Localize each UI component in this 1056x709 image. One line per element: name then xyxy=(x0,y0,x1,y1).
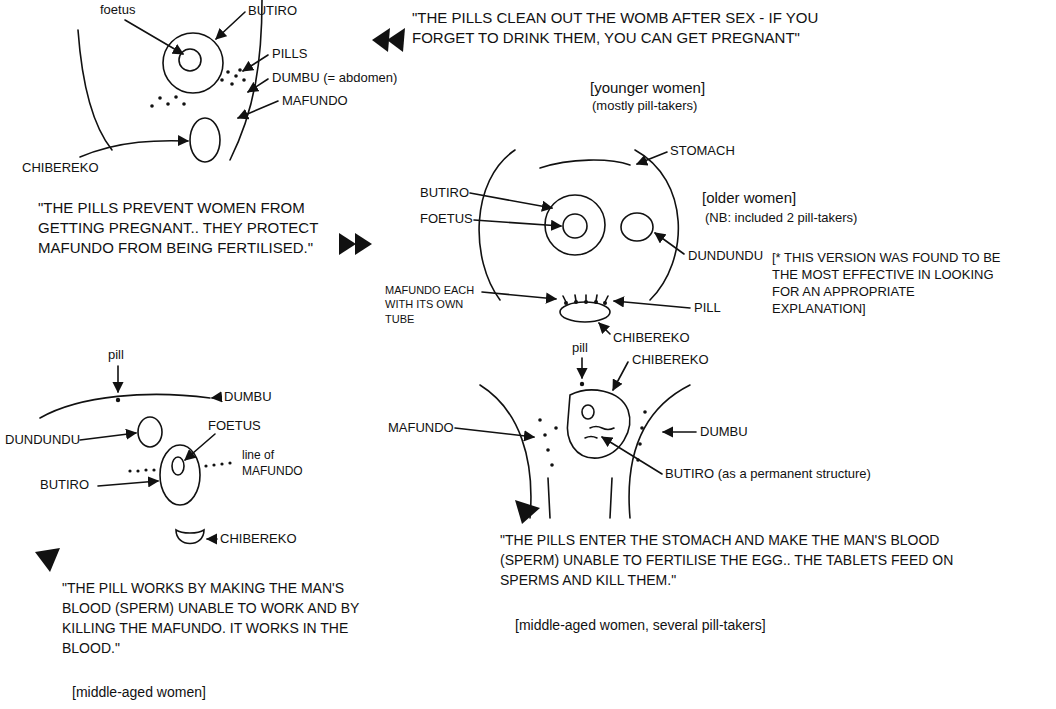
part-label: PILL xyxy=(694,300,721,317)
group-note: [middle-aged women, several pill-takers] xyxy=(515,616,766,634)
part-label: line of MAFUNDO xyxy=(242,448,312,479)
remark-note: [* THIS VERSION WAS FOUND TO BE THE MOST… xyxy=(772,250,1002,318)
part-label: STOMACH xyxy=(670,143,735,160)
group-note: (NB: included 2 pill-takers) xyxy=(705,210,857,227)
part-label: DUMBU xyxy=(224,389,272,406)
part-label: BUTIRO (as a permanent structure) xyxy=(665,466,871,483)
part-label: MAFUNDO xyxy=(388,420,454,437)
part-label: DUNDUNDU xyxy=(5,432,80,449)
quote: "THE PILLS PREVENT WOMEN FROM GETTING PR… xyxy=(38,198,338,258)
part-label: DUNDUNDU xyxy=(688,248,763,265)
part-label: BUTIRO xyxy=(420,185,469,202)
part-label: BUTIRO xyxy=(248,3,297,20)
part-label: CHIBEREKO xyxy=(22,160,99,177)
part-label: FOETUS xyxy=(420,211,473,228)
part-label: foetus xyxy=(100,2,135,19)
part-label: FOETUS xyxy=(208,418,261,435)
group-note: (mostly pill-takers) xyxy=(592,98,697,115)
quote: "THE PILL WORKS BY MAKING THE MAN'S BLOO… xyxy=(62,578,372,658)
part-label: CHIBEREKO xyxy=(632,352,709,369)
part-label: BUTIRO xyxy=(40,477,89,494)
group-note: [older women] xyxy=(702,188,796,208)
part-label: CHIBEREKO xyxy=(613,330,690,347)
part-label: MAFUNDO EACH WITH ITS OWN TUBE xyxy=(385,283,480,326)
part-label: PILLS xyxy=(272,46,307,63)
part-label: CHIBEREKO xyxy=(220,531,297,548)
part-label: DUMBU xyxy=(700,424,748,441)
part-label: MAFUNDO xyxy=(282,93,348,110)
part-label: pill xyxy=(108,347,124,364)
part-label: DUMBU (= abdomen) xyxy=(272,70,397,87)
quote: "THE PILLS ENTER THE STOMACH AND MAKE TH… xyxy=(500,530,970,590)
part-label: pill xyxy=(572,340,588,357)
quote: "THE PILLS CLEAN OUT THE WOMB AFTER SEX … xyxy=(412,8,842,48)
group-note: [middle-aged women] xyxy=(72,683,206,701)
group-note: [younger women] xyxy=(590,78,705,98)
